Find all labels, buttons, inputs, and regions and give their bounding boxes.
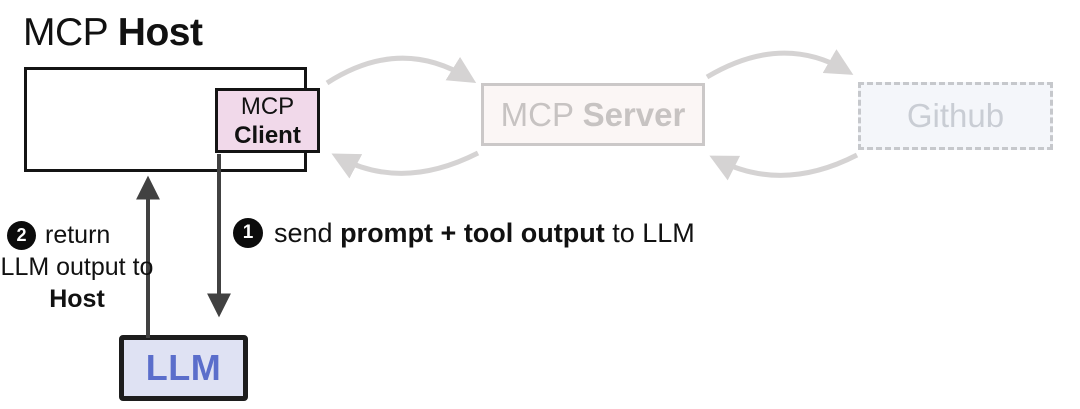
diagram-title: MCP Host bbox=[23, 11, 203, 55]
step-2-badge-icon: 2 bbox=[7, 220, 36, 250]
mcp-server-label-bold: Server bbox=[582, 95, 686, 133]
step2-line1: 2 return bbox=[0, 219, 154, 251]
curved-arrow-server-to-client-icon bbox=[331, 150, 480, 179]
step2-line3-text: Host bbox=[49, 285, 105, 313]
github-label: Github bbox=[906, 97, 1005, 134]
title-bold-text: Host bbox=[117, 11, 203, 54]
github-box: Github bbox=[858, 82, 1053, 150]
llm-box: LLM bbox=[119, 335, 248, 401]
title-regular-text: MCP bbox=[23, 11, 118, 54]
mcp-client-label-line2: Client bbox=[234, 121, 301, 149]
step-1-badge-icon: 1 bbox=[233, 218, 263, 248]
mcp-client-box: MCP Client bbox=[215, 88, 320, 153]
step2-label: 2 return LLM output to Host bbox=[0, 219, 154, 315]
mcp-client-label-line1: MCP bbox=[240, 92, 295, 120]
curved-arrow-server-to-github-icon bbox=[705, 49, 854, 80]
step1-text-pre: send bbox=[274, 217, 341, 248]
mcp-server-label-regular: MCP bbox=[500, 95, 583, 133]
step1-label: 1 send prompt + tool output to LLM bbox=[233, 216, 695, 250]
mcp-server-box: MCP Server bbox=[481, 83, 705, 146]
step1-text-bold: prompt + tool output bbox=[340, 217, 605, 248]
step2-line1-text: return bbox=[45, 221, 111, 249]
step2-line2-text: LLM output to bbox=[0, 253, 154, 281]
llm-label: LLM bbox=[145, 347, 222, 388]
curved-arrow-client-to-server-icon bbox=[325, 55, 477, 86]
curved-arrow-github-to-server-icon bbox=[709, 152, 859, 181]
step1-text-post: to LLM bbox=[604, 217, 695, 248]
